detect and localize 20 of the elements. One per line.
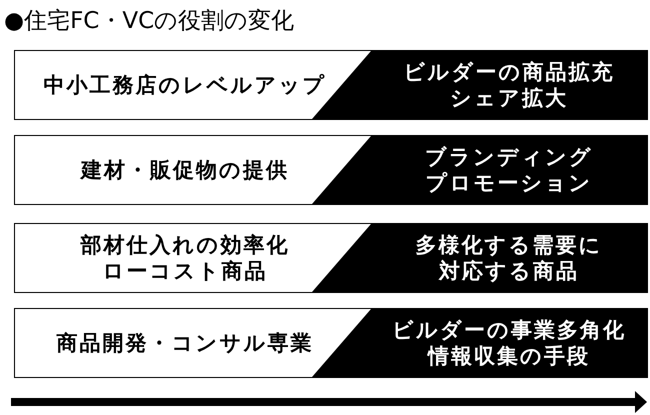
label-box	[14, 50, 648, 120]
label-box	[14, 223, 648, 293]
trapezoid-panel	[312, 309, 647, 377]
panel-label: 多様化する需要に対応する商品	[414, 232, 604, 284]
panel-label: プロモーション	[426, 170, 592, 196]
box-label: 部材仕入れの効率化	[80, 232, 290, 258]
panel-label: ビルダーの商品拡充	[404, 59, 614, 85]
box-label: 中小工務店のレベルアップ	[44, 72, 326, 98]
label-box	[14, 135, 648, 205]
trapezoid-panel	[312, 224, 647, 292]
panel-label: ブランディング	[425, 144, 593, 170]
box-label: 商品開発・コンサル専業	[56, 330, 314, 356]
panel-label: シェア拡大	[450, 85, 568, 111]
panel-label: ビルダーの事業多角化	[392, 317, 626, 343]
label-box	[14, 308, 648, 378]
diagram-title: ●住宅FC・VCの役割の変化	[4, 7, 294, 36]
box-label: ローコスト商品	[102, 258, 268, 284]
trapezoid-panel	[312, 136, 647, 204]
box-label: 建材・販促物の提供	[81, 157, 289, 183]
panel-label: 情報収集の手段	[428, 343, 590, 369]
